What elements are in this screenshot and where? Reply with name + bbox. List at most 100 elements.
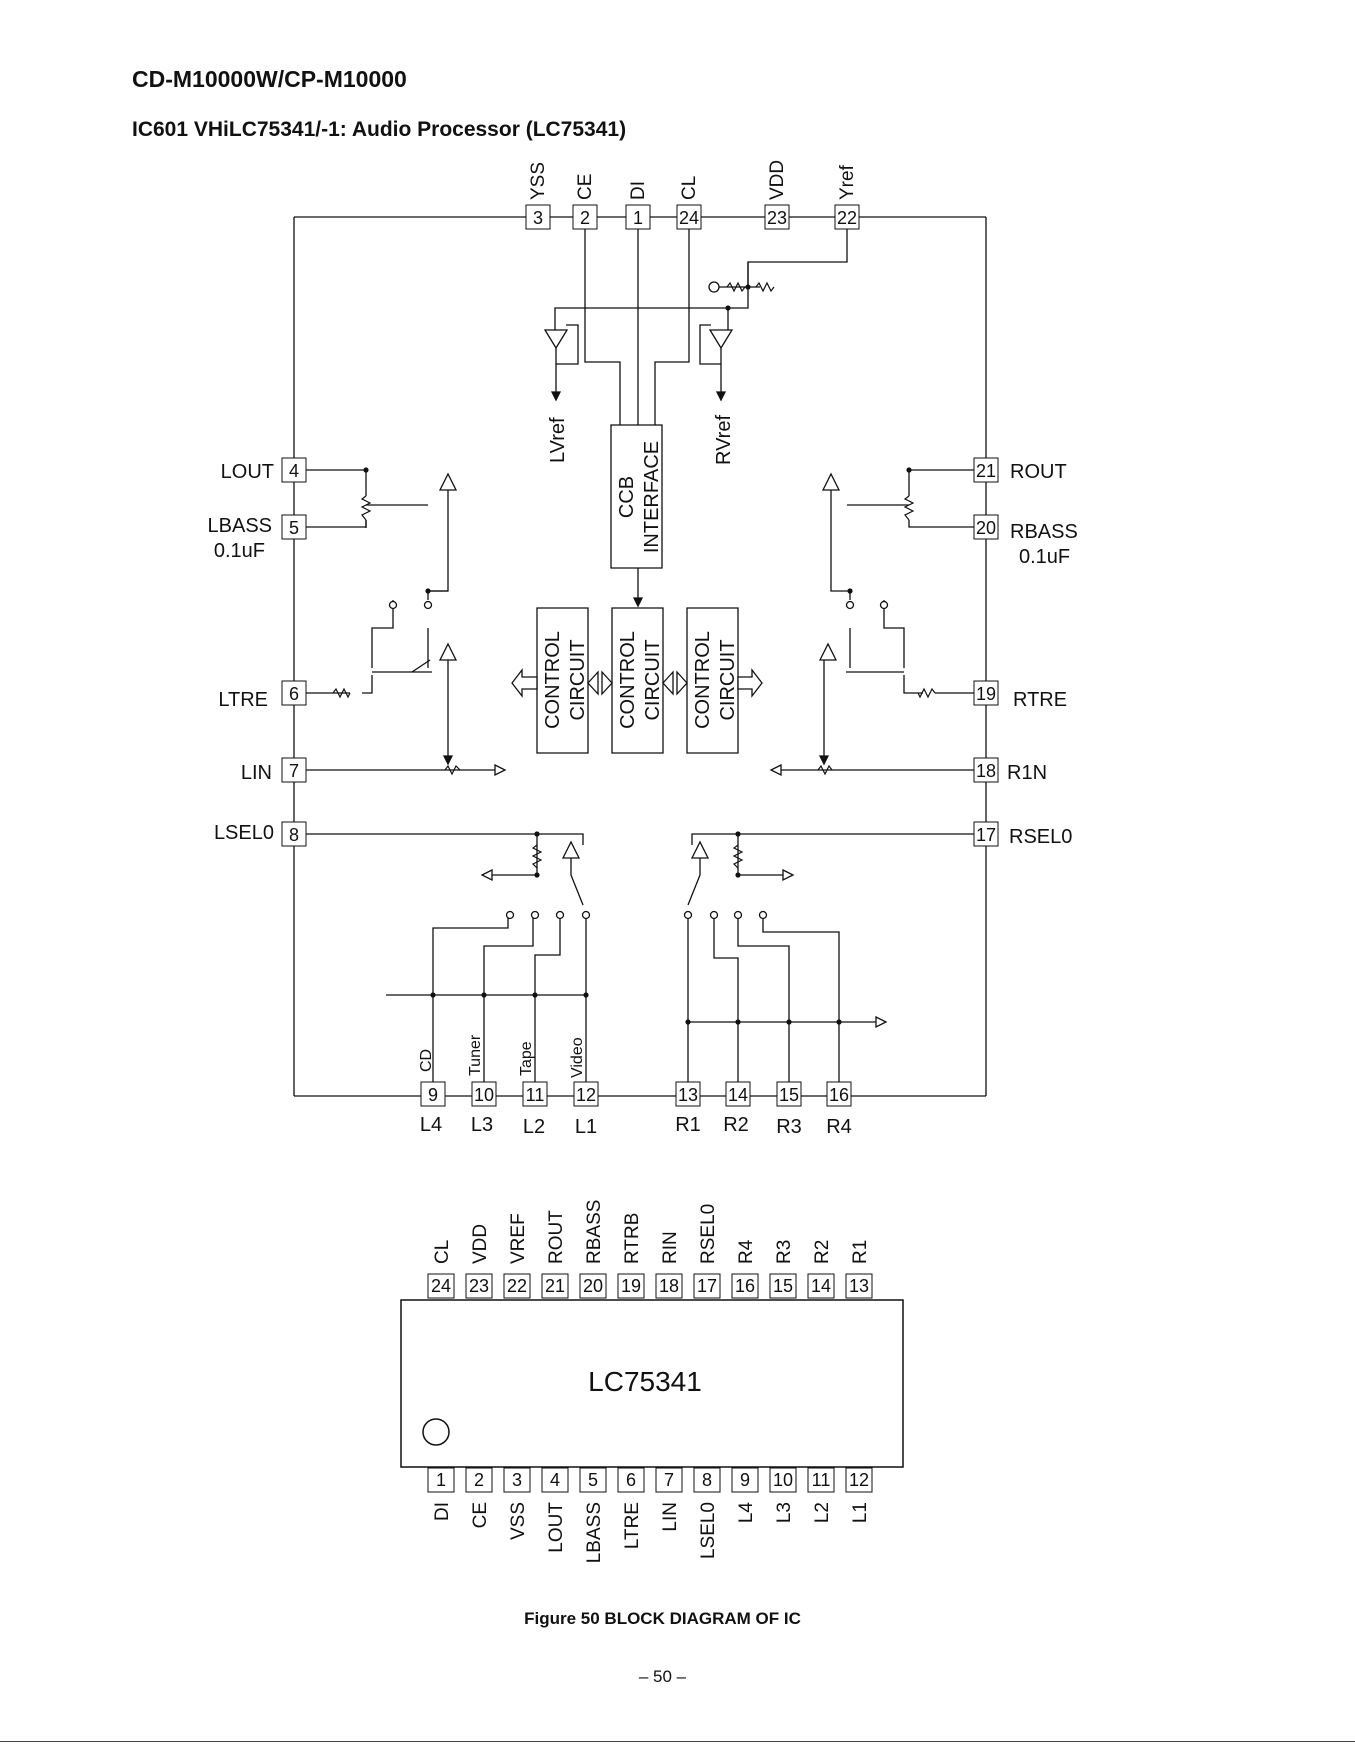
package-pin-number: 4 [550, 1470, 560, 1490]
package-pin-label: LSEL0 [698, 1502, 719, 1559]
svg-text:Yref: Yref [837, 164, 858, 200]
pin-17-rsel0: 17 RSEL0 [974, 822, 1072, 848]
package-pin-2: 2CE [466, 1468, 492, 1528]
svg-text:L2: L2 [523, 1116, 545, 1138]
pin-8-lsel0: 8 LSEL0 [214, 822, 306, 846]
figure-caption: Figure 50 BLOCK DIAGRAM OF IC [524, 1609, 801, 1628]
pin-21-rout: 21 ROUT [974, 458, 1067, 483]
package-pin-number: 17 [697, 1276, 717, 1296]
package-pin-label: ROUT [546, 1210, 567, 1264]
package-pin-label: LOUT [546, 1502, 567, 1553]
svg-text:24: 24 [679, 208, 699, 228]
svg-text:23: 23 [767, 208, 787, 228]
package-pin-number: 6 [626, 1470, 636, 1490]
svg-text:Video: Video [569, 1037, 586, 1078]
package-pin-number: 22 [507, 1276, 527, 1296]
package-pin-label: VDD [470, 1224, 491, 1264]
svg-text:2: 2 [580, 208, 590, 228]
diagram-wiring [294, 217, 986, 1096]
svg-text:CONTROL: CONTROL [617, 631, 639, 729]
svg-text:15: 15 [779, 1085, 799, 1105]
svg-text:LBASS: LBASS [208, 515, 272, 537]
svg-text:CIRCUIT: CIRCUIT [717, 639, 739, 720]
pin-13-r1: 13 R1 [675, 1082, 701, 1136]
package-pin-number: 10 [773, 1470, 793, 1490]
svg-text:R2: R2 [723, 1114, 749, 1136]
package-pin-number: 2 [474, 1470, 484, 1490]
pin-4-lout: 4 LOUT [221, 458, 306, 483]
svg-text:RSEL0: RSEL0 [1009, 826, 1072, 848]
control-circuit-left: CONTROL CIRCUIT [542, 631, 589, 729]
pin-12-l1: 12 L1 Video [569, 1037, 598, 1138]
package-pin-label: RIN [660, 1231, 681, 1264]
svg-text:LOUT: LOUT [221, 461, 274, 483]
svg-text:RBASS: RBASS [1010, 521, 1078, 543]
package-pin-label: L1 [850, 1502, 871, 1523]
package-pin-number: 18 [659, 1276, 679, 1296]
svg-text:5: 5 [289, 518, 299, 538]
svg-text:L3: L3 [471, 1114, 493, 1136]
svg-text:10: 10 [474, 1085, 494, 1105]
svg-text:L1: L1 [575, 1116, 597, 1138]
svg-text:4: 4 [289, 461, 299, 481]
package-pin-number: 1 [436, 1470, 446, 1490]
package-pin-number: 19 [621, 1276, 641, 1296]
pin-23-vdd: 23 VDD [765, 160, 789, 229]
svg-text:ROUT: ROUT [1010, 461, 1067, 483]
svg-text:12: 12 [576, 1085, 596, 1105]
ic-title: IC601 VHiLC75341/-1: Audio Processor (LC… [132, 118, 627, 141]
pin-19-rtre: 19 RTRE [974, 681, 1067, 711]
svg-text:RTRE: RTRE [1013, 689, 1067, 711]
package-pin-number: 13 [849, 1276, 869, 1296]
package-pin-label: R1 [850, 1240, 871, 1264]
block-diagram: 3 YSS 2 CE 1 DI 24 CL 23 VDD 22 Yref 4 L… [208, 160, 1078, 1563]
model-title: CD-M10000W/CP-M10000 [132, 66, 407, 92]
control-circuit-center: CONTROL CIRCUIT [617, 631, 664, 729]
package-pin-label: VSS [508, 1502, 529, 1540]
svg-text:7: 7 [289, 761, 299, 781]
package-pin-number: 3 [512, 1470, 522, 1490]
package-pin-number: 8 [702, 1470, 712, 1490]
svg-text:LSEL0: LSEL0 [214, 822, 274, 844]
junction-dots [363, 284, 912, 1025]
pin-14-r2: 14 R2 [723, 1082, 750, 1136]
svg-text:Tuner: Tuner [467, 1034, 484, 1076]
package-pin-label: L3 [774, 1502, 795, 1523]
package-pin-label: LBASS [584, 1502, 605, 1563]
package-bottom-row: 1DI2CE3VSS4LOUT5LBASS6LTRE7LIN8LSEL09L41… [428, 1468, 872, 1563]
package-pin-number: 23 [469, 1276, 489, 1296]
package-pin-label: LTRE [622, 1502, 643, 1549]
svg-text:CONTROL: CONTROL [542, 631, 564, 729]
package-pin-label: L4 [736, 1502, 757, 1524]
package-pin-23: 23 VDD [466, 1224, 492, 1298]
svg-text:R3: R3 [776, 1116, 802, 1138]
pin-3-yss: 3 YSS [526, 162, 550, 229]
svg-text:17: 17 [976, 825, 996, 845]
svg-text:8: 8 [289, 825, 299, 845]
pin-11-l2: 11 L2 Tape [518, 1041, 547, 1138]
package-pin-label: RTRB [622, 1213, 643, 1264]
svg-text:1: 1 [633, 208, 643, 228]
svg-text:18: 18 [976, 761, 996, 781]
pin-5-lbass: 5 LBASS 0.1uF [208, 515, 306, 562]
switch-contacts [390, 282, 888, 919]
pin-15-r3: 15 R3 [776, 1082, 802, 1138]
left-pins: 4 LOUT 5 LBASS 0.1uF 6 LTRE 7 LIN 8 LSEL… [208, 458, 306, 846]
right-pins: 21 ROUT 20 RBASS 0.1uF 19 RTRE 18 R1N 17… [974, 458, 1078, 848]
package-pin-label: CE [470, 1502, 491, 1528]
package-pin-number: 11 [812, 1470, 831, 1490]
svg-text:INTERFACE: INTERFACE [641, 441, 663, 553]
pin-7-lin: 7 LIN [241, 758, 306, 784]
package-pin-19: 19 RTRB [618, 1213, 644, 1298]
pin-2-ce: 2 CE [573, 174, 597, 229]
package-pin-label: RBASS [584, 1200, 605, 1264]
svg-text:DI: DI [628, 181, 649, 200]
package-pin-number: 7 [664, 1470, 674, 1490]
